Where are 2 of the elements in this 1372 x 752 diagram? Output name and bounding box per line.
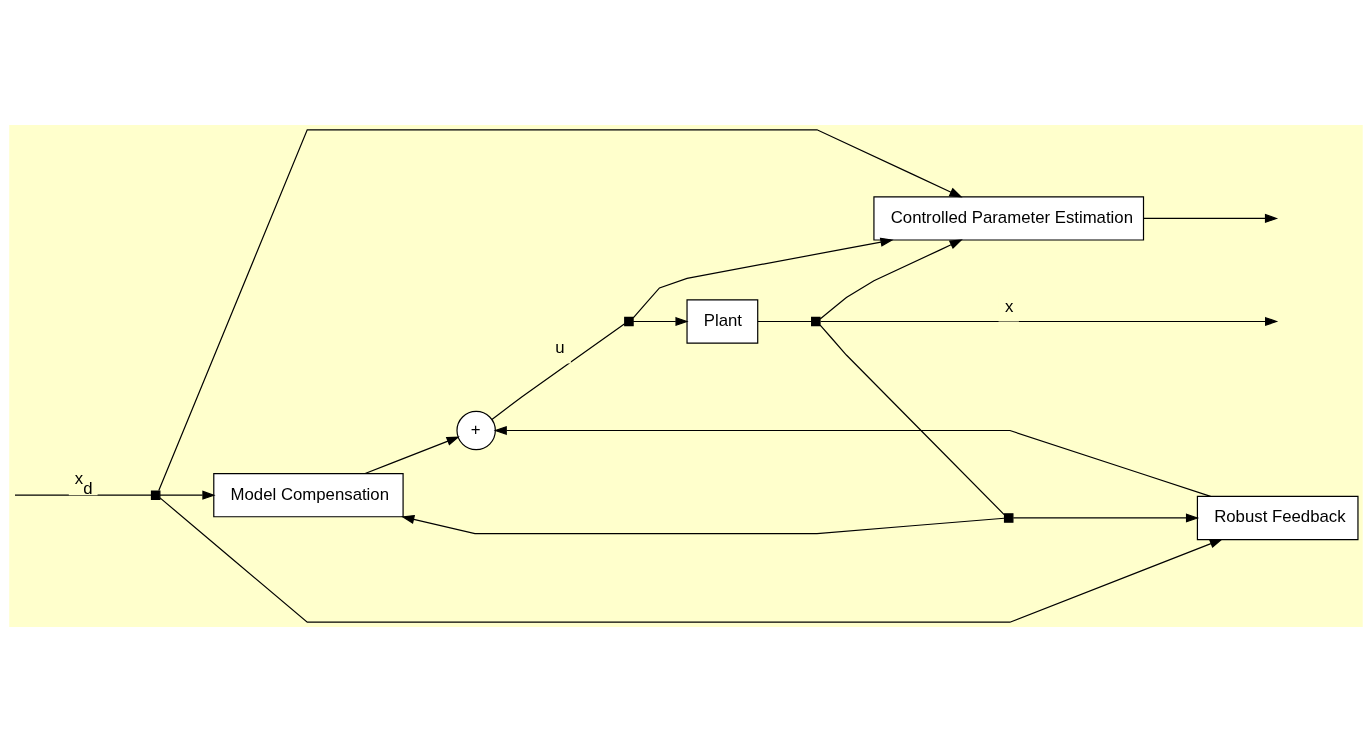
edge-label: x (1005, 296, 1014, 316)
edge-label: u (555, 338, 565, 358)
